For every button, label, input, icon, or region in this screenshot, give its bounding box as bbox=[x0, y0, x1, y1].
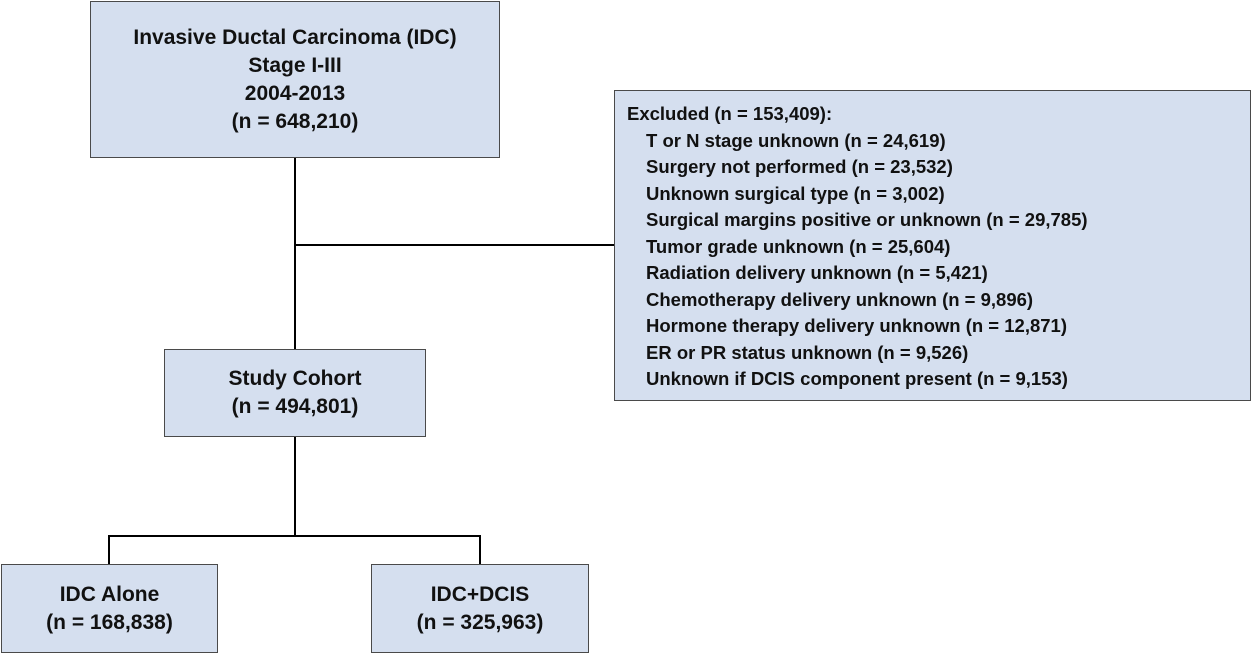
study-cohort-box: Study Cohort (n = 494,801) bbox=[164, 349, 426, 437]
idc-title: Invasive Ductal Carcinoma (IDC) bbox=[133, 25, 457, 49]
excluded-item: Surgery not performed (n = 23,532) bbox=[646, 156, 953, 177]
excluded-item: Unknown if DCIS component present (n = 9… bbox=[646, 368, 1068, 389]
connector-to-excluded bbox=[295, 244, 614, 246]
excluded-item: T or N stage unknown (n = 24,619) bbox=[646, 129, 946, 151]
idc-alone-title: IDC Alone bbox=[59, 582, 160, 606]
connector-to-idc-alone bbox=[108, 535, 110, 564]
excluded-box: Excluded (n = 153,409): T or N stage unk… bbox=[614, 90, 1251, 401]
excluded-header: Excluded (n = 153,409): bbox=[627, 103, 833, 124]
idc-count: (n = 648,210) bbox=[231, 109, 359, 133]
connector-idc-to-cohort bbox=[294, 158, 296, 349]
idc-alone-box: IDC Alone (n = 168,838) bbox=[1, 564, 218, 653]
excluded-item: Unknown surgical type (n = 3,002) bbox=[646, 182, 945, 204]
excluded-item: Radiation delivery unknown (n = 5,421) bbox=[646, 262, 988, 283]
connector-cohort-down bbox=[294, 437, 296, 536]
idc-dcis-title: IDC+DCIS bbox=[430, 582, 530, 606]
idc-alone-count: (n = 168,838) bbox=[46, 610, 173, 634]
idc-years: 2004-2013 bbox=[244, 81, 346, 105]
excluded-item: Chemotherapy delivery unknown (n = 9,896… bbox=[646, 288, 1034, 310]
excluded-item: ER or PR status unknown (n = 9,526) bbox=[646, 341, 969, 363]
excluded-item: Tumor grade unknown (n = 25,604) bbox=[646, 235, 951, 257]
idc-dcis-count: (n = 325,963) bbox=[416, 610, 544, 634]
cohort-title: Study Cohort bbox=[228, 367, 362, 390]
excluded-item: Hormone therapy delivery unknown (n = 12… bbox=[646, 315, 1067, 336]
connector-split-horizontal bbox=[108, 535, 481, 537]
idc-source-box: Invasive Ductal Carcinoma (IDC) Stage I-… bbox=[90, 1, 500, 158]
connector-to-idc-dcis bbox=[479, 535, 481, 564]
idc-dcis-box: IDC+DCIS (n = 325,963) bbox=[371, 564, 589, 653]
cohort-count: (n = 494,801) bbox=[231, 395, 359, 418]
idc-stage: Stage I-III bbox=[248, 53, 342, 77]
excluded-item: Surgical margins positive or unknown (n … bbox=[646, 209, 1088, 230]
